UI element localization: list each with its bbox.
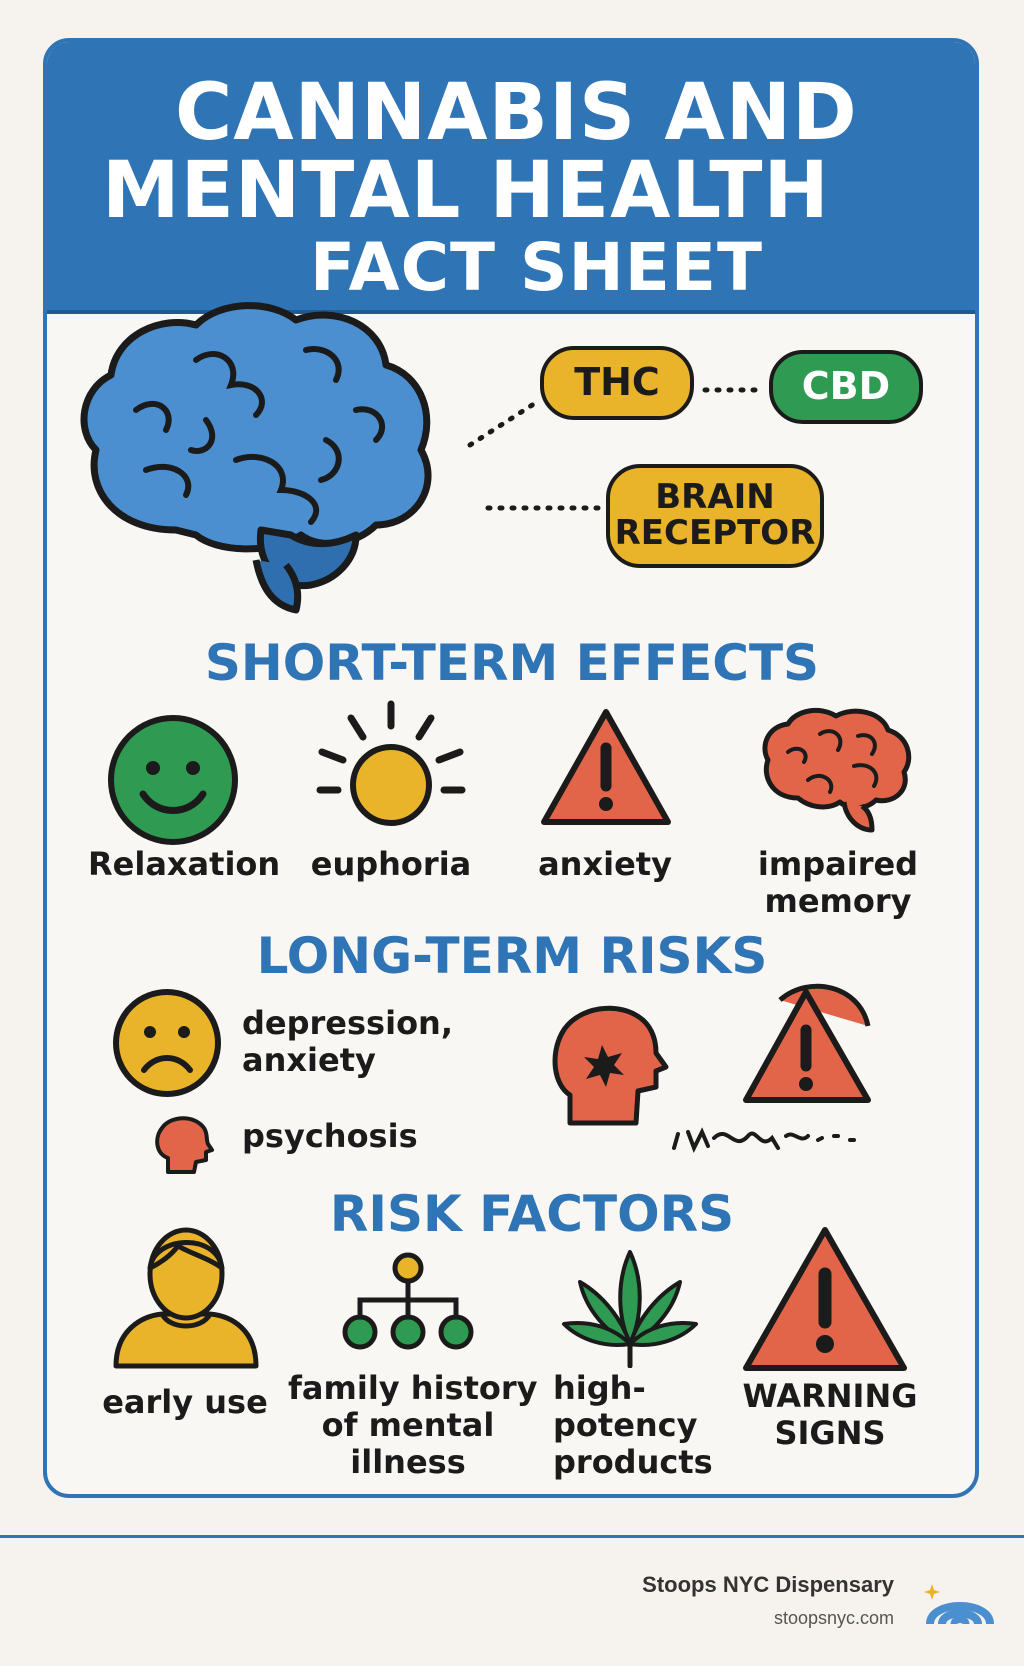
header-banner: CANNABIS AND MENTAL HEALTH FACT SHEET — [47, 42, 975, 314]
warning-triangle-icon — [541, 709, 671, 825]
family-tree-icon — [342, 1252, 474, 1350]
euphoria-label: euphoria — [310, 845, 472, 883]
high-potency-line1: high- — [553, 1369, 646, 1407]
short-term-effects-title: SHORT-TERM EFFECTS — [204, 634, 820, 692]
warning-signs-line2: SIGNS — [774, 1413, 886, 1452]
page-title-line2: MENTAL HEALTH — [102, 146, 830, 236]
cbd-pill: CBD — [769, 350, 923, 424]
head-profile-burst-icon — [552, 1005, 669, 1126]
brain-icon — [762, 707, 912, 833]
psychosis-label: psychosis — [242, 1117, 418, 1155]
family-history-line3: illness — [350, 1442, 466, 1481]
stoops-logo-icon — [924, 1584, 994, 1626]
receptor-line2: RECEPTOR — [614, 513, 816, 553]
impaired-memory-label: impaired memory — [748, 846, 928, 920]
family-history-line1: family history — [288, 1369, 538, 1407]
high-potency-line3: products — [553, 1442, 713, 1481]
high-potency-label: high- potency products — [553, 1370, 713, 1480]
scribble-icon — [672, 1127, 856, 1153]
impaired-memory-line1: impaired — [757, 845, 919, 883]
sun-icon — [316, 700, 466, 826]
impaired-memory-line2: memory — [764, 881, 912, 920]
head-icon — [155, 1116, 214, 1174]
relaxation-label: Relaxation — [88, 845, 281, 883]
depression-line1: depression, — [242, 1004, 453, 1042]
footer-divider — [0, 1535, 1024, 1538]
sad-face-icon — [113, 989, 221, 1097]
anxiety-label: anxiety — [538, 845, 672, 883]
depression-anxiety-label: depression, anxiety — [242, 1005, 453, 1079]
family-history-line2: of mental — [321, 1405, 495, 1444]
brain-icon — [80, 302, 432, 614]
cannabis-leaf-icon — [562, 1250, 698, 1368]
family-history-label: family history of mental illness — [288, 1369, 538, 1481]
person-icon — [113, 1227, 259, 1369]
depression-line2: anxiety — [242, 1040, 376, 1079]
high-potency-line2: potency — [553, 1405, 698, 1444]
warning-signs-label: WARNING SIGNS — [735, 1378, 925, 1452]
page-subtitle: FACT SHEET — [310, 229, 763, 306]
risk-factors-title: RISK FACTORS — [329, 1185, 735, 1243]
smiley-face-icon — [108, 715, 238, 845]
footer-brand-name: Stoops NYC Dispensary — [642, 1572, 894, 1597]
long-term-risks-title: LONG-TERM RISKS — [256, 927, 768, 985]
warning-triangle-icon — [743, 983, 871, 1103]
thc-pill: THC — [540, 346, 694, 420]
early-use-label: early use — [102, 1383, 268, 1421]
brain-receptor-pill: BRAIN RECEPTOR — [606, 464, 824, 568]
page-title-line1: CANNABIS AND — [175, 68, 858, 158]
warning-triangle-icon — [743, 1227, 907, 1371]
receptor-line1: BRAIN — [655, 477, 775, 518]
footer-url[interactable]: stoopsnyc.com — [773, 1608, 894, 1628]
warning-signs-line1: WARNING — [742, 1377, 918, 1415]
